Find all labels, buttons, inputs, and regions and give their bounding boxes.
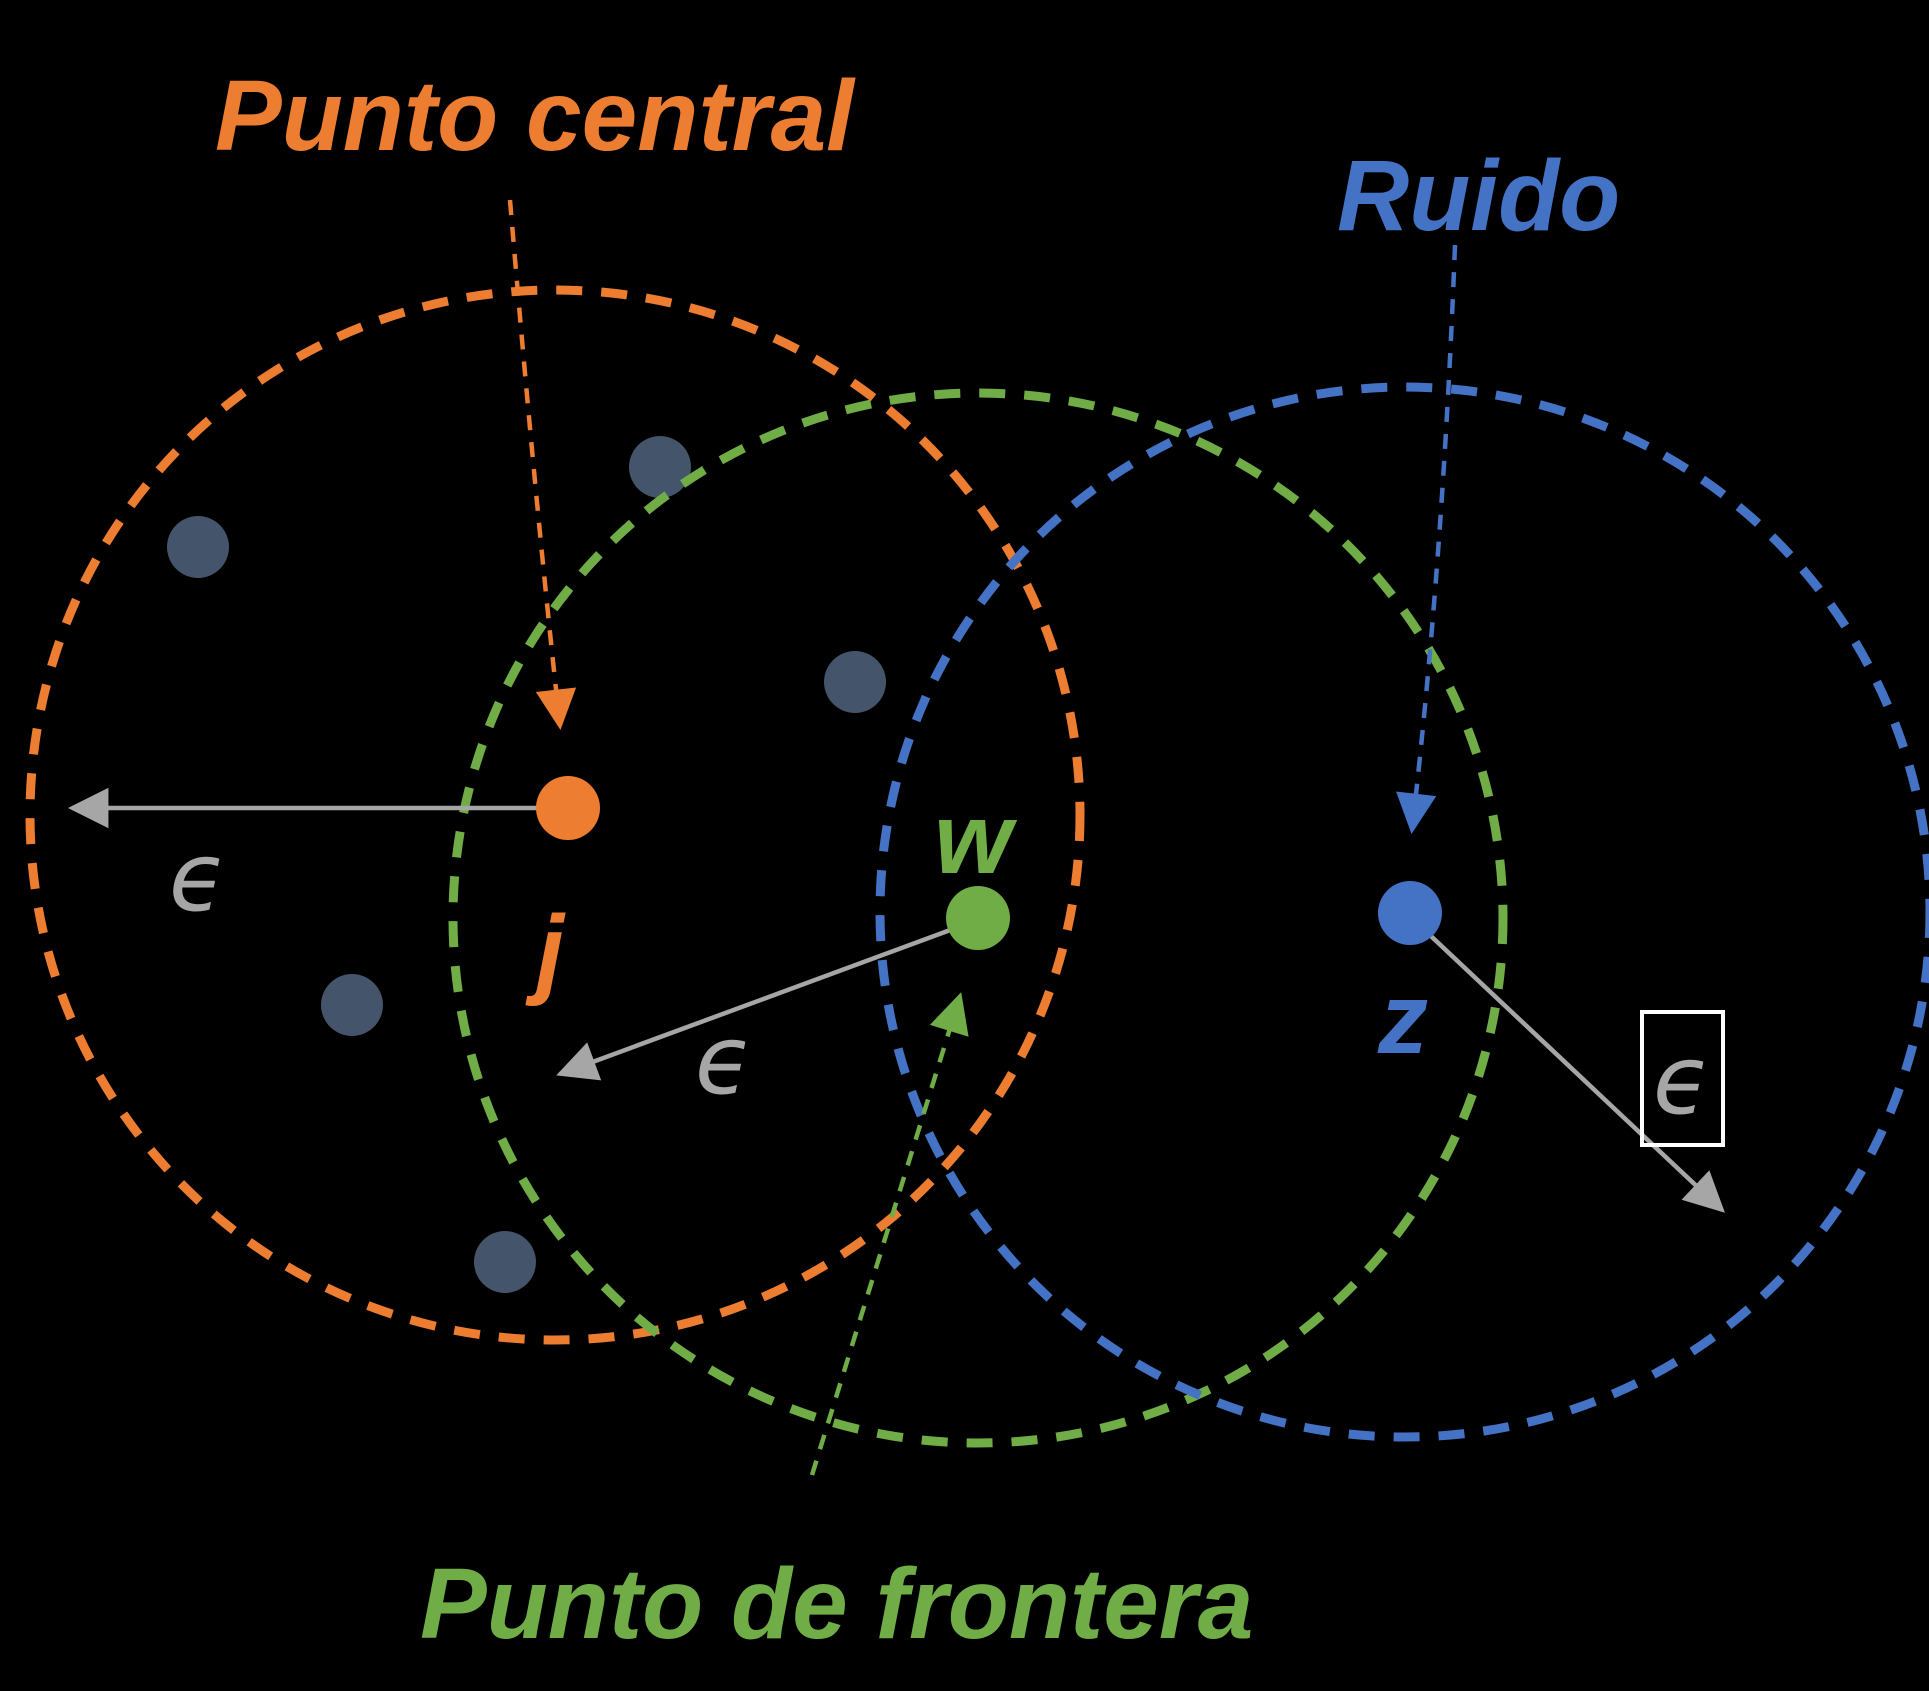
core-label-leader-arrow	[507, 199, 577, 731]
epsilon-label-boxed: ϵ	[1653, 1026, 1711, 1136]
data-point	[824, 651, 886, 713]
border-label-leader-arrow	[809, 992, 969, 1476]
noise-title: Ruido	[1337, 140, 1620, 252]
core-point	[536, 776, 600, 840]
core-point-title: Punto central	[215, 60, 856, 172]
noise-epsilon-circle	[875, 382, 1929, 1442]
epsilon-label-middle: ϵ	[695, 1006, 753, 1116]
data-points	[167, 436, 886, 1293]
border-point-title: Punto de frontera	[420, 1548, 1253, 1660]
epsilon-radius-arrow-z	[1414, 920, 1725, 1213]
data-point	[321, 974, 383, 1036]
noise-point	[1378, 881, 1442, 945]
core-epsilon-circle	[25, 285, 1085, 1345]
noise-point-label: z	[1377, 963, 1428, 1075]
epsilon-radius-arrow-w	[556, 919, 973, 1081]
data-point	[629, 436, 691, 498]
noise-label-leader-arrow	[1396, 244, 1458, 835]
border-point-label: w	[934, 783, 1018, 895]
data-point	[167, 516, 229, 578]
border-point	[946, 886, 1010, 950]
epsilon-label-left: ϵ	[169, 823, 227, 933]
epsilon-box	[1640, 1010, 1725, 1147]
data-point	[474, 1231, 536, 1293]
border-epsilon-circle	[448, 388, 1508, 1448]
